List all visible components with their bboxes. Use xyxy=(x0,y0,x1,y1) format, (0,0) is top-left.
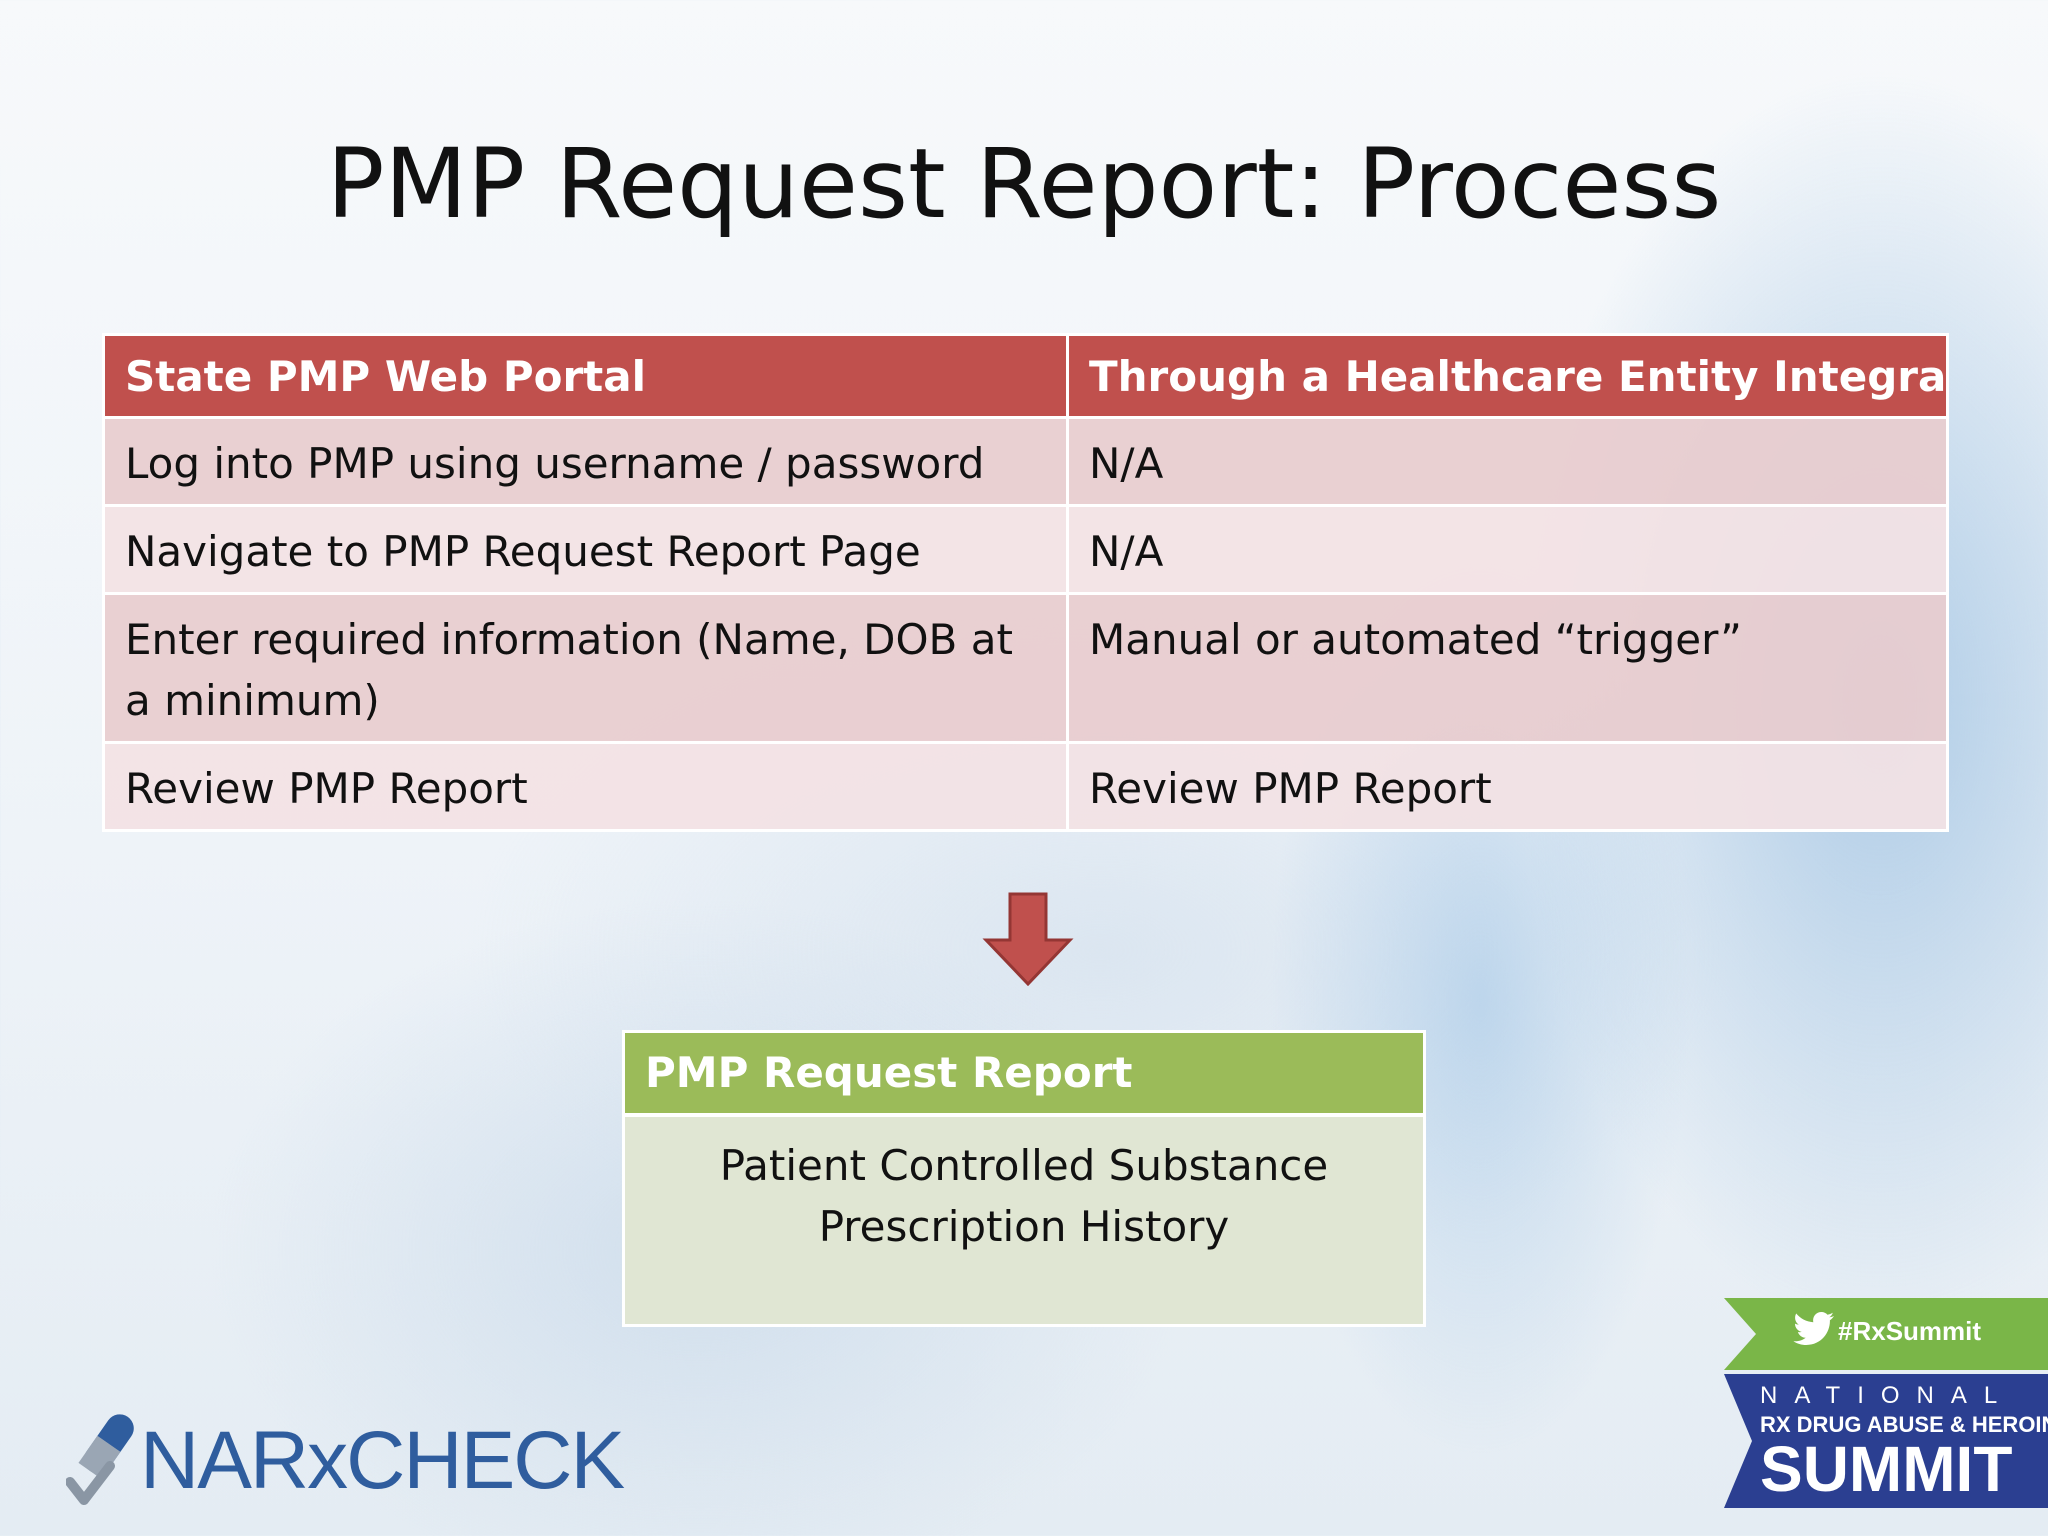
table-cell: N/A xyxy=(1066,504,1949,595)
hashtag-banner xyxy=(1724,1298,2048,1370)
table-header-row: State PMP Web Portal Through a Healthcar… xyxy=(102,333,1949,419)
result-box-header: PMP Request Report xyxy=(622,1030,1426,1117)
table-row: Review PMP Report Review PMP Report xyxy=(102,741,1949,832)
table-cell: Review PMP Report xyxy=(1066,741,1949,832)
hashtag-text: #RxSummit xyxy=(1838,1316,1982,1346)
header-healthcare-entity-integration: Through a Healthcare Entity Integration xyxy=(1066,333,1949,419)
result-box-body: Patient Controlled Substance Prescriptio… xyxy=(622,1117,1426,1327)
down-arrow-icon xyxy=(982,892,1074,986)
logo-text: NARxCHECK xyxy=(140,1415,625,1506)
result-box: PMP Request Report Patient Controlled Su… xyxy=(622,1030,1426,1327)
summit-panel xyxy=(1724,1374,2048,1508)
table-row: Navigate to PMP Request Report Page N/A xyxy=(102,504,1949,595)
summit-main-text: SUMMIT xyxy=(1760,1433,2013,1505)
process-comparison-table: State PMP Web Portal Through a Healthcar… xyxy=(102,333,1949,832)
twitter-bird-icon xyxy=(1793,1312,1834,1345)
slide-title: PMP Request Report: Process xyxy=(326,128,1722,240)
table-row: Log into PMP using username / password N… xyxy=(102,416,1949,507)
table-cell: Log into PMP using username / password xyxy=(102,416,1069,507)
header-state-pmp-web-portal: State PMP Web Portal xyxy=(102,333,1069,419)
table-cell: Review PMP Report xyxy=(102,741,1069,832)
table-cell: Navigate to PMP Request Report Page xyxy=(102,504,1069,595)
summit-national-text: NATIONAL xyxy=(1760,1382,2015,1409)
table-row: Enter required information (Name, DOB at… xyxy=(102,592,1949,744)
result-box-line: Prescription History xyxy=(818,1202,1230,1251)
table-cell: Enter required information (Name, DOB at… xyxy=(102,592,1069,744)
summit-subtitle-text: RX DRUG ABUSE & HEROIN xyxy=(1760,1412,2048,1437)
pill-check-icon xyxy=(66,1414,134,1505)
narxcheck-logo: NARxCHECK xyxy=(66,1408,666,1508)
summit-badge: #RxSummit NATIONAL RX DRUG ABUSE & HEROI… xyxy=(1724,1298,2048,1508)
table-cell: N/A xyxy=(1066,416,1949,507)
table-cell: Manual or automated “trigger” xyxy=(1066,592,1949,744)
result-box-line: Patient Controlled Substance xyxy=(719,1141,1329,1190)
